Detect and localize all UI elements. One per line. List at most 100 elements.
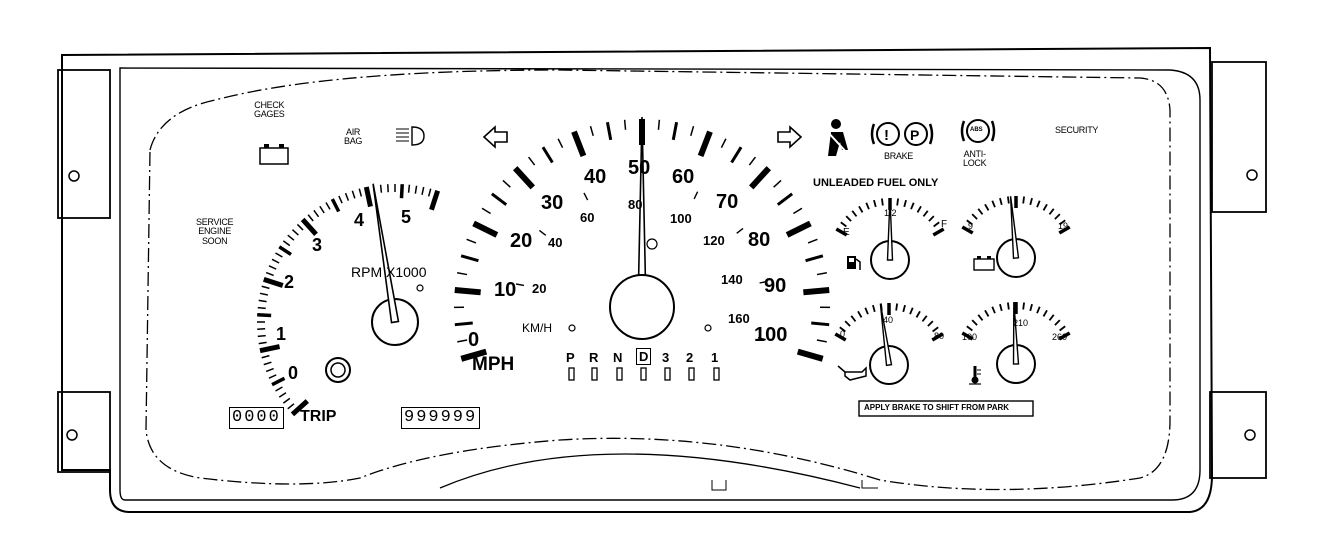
small-gauge-tick [895, 303, 898, 311]
small-gauge-tick [850, 315, 857, 322]
tach-tick [278, 392, 287, 398]
small-gauge-tick [902, 304, 906, 313]
volt-low-label: 9 [968, 221, 974, 231]
small-gauge-tick [977, 314, 984, 321]
total-odometer-digits: 999999 [401, 407, 481, 429]
coolant-high-label: 260 [1052, 332, 1068, 342]
coolant-temp-icon [969, 366, 981, 385]
kmh-tick [757, 337, 766, 341]
small-gauge-tick [896, 198, 899, 206]
tach-tick [258, 299, 267, 303]
trip-odometer-digits: 0000 [229, 407, 284, 429]
tach-tick [265, 271, 274, 277]
tach-tick [282, 397, 291, 404]
tach-tick [351, 190, 356, 199]
gear-slot [688, 367, 695, 381]
oil-low-label: 0 [840, 329, 846, 339]
kmh-tick [538, 229, 547, 236]
speedo-tick [502, 179, 511, 188]
fuel-full-label: F [941, 219, 948, 230]
tach-label-3: 3 [312, 235, 323, 255]
lens-outline-dashdot [145, 69, 1171, 491]
speedo-tick [557, 138, 564, 149]
gear-slot [616, 367, 623, 381]
kmh-tick [693, 191, 699, 200]
fuel-half-label: 1/2 [884, 208, 897, 218]
speedo-tick [541, 146, 554, 164]
mph-unit-label: MPH [472, 354, 515, 375]
small-gauge-tick [999, 303, 1003, 312]
tach-tick [275, 386, 283, 392]
right-upper-mount-tab [1211, 61, 1267, 213]
kmh-unit-label: KM/H [522, 321, 552, 335]
mph-label-10: 10 [494, 279, 517, 301]
gear-indicator-slots [568, 367, 720, 381]
tach-tick [296, 223, 304, 231]
speedo-tick [472, 220, 499, 238]
small-gauge-tick [1029, 303, 1033, 312]
fuel-empty-label: E [843, 227, 850, 238]
speedo-tick [671, 121, 679, 141]
small-gauge-tick [931, 332, 944, 342]
small-gauge-tick [858, 205, 864, 213]
tach-tick [262, 276, 284, 288]
small-gauge-tick [915, 310, 921, 318]
tachometer-ticks [257, 184, 441, 417]
abs-badge-text: ABS [970, 127, 983, 133]
svg-text:!: ! [884, 127, 889, 144]
gear-r: R [589, 350, 599, 365]
small-gauge-tick [961, 331, 974, 341]
tach-tick [427, 188, 432, 197]
small-gauge-tick [1007, 196, 1010, 204]
mph-label-70: 70 [716, 191, 739, 213]
reset-knob[interactable] [325, 357, 351, 383]
small-gauge-tick [1022, 302, 1025, 310]
trip-label: TRIP [300, 408, 337, 425]
kmh-label-100: 100 [670, 211, 692, 226]
kmh-label-40: 40 [548, 235, 563, 250]
tach-tick [291, 229, 299, 236]
small-gauge-tick [966, 219, 973, 226]
seatbelt-icon [825, 119, 849, 156]
small-gauge-tick [1022, 196, 1025, 204]
small-gauge-tick [844, 320, 851, 327]
oil-mid-label: 40 [883, 315, 894, 325]
small-gauge-tick [873, 199, 877, 208]
small-gauge-tick [991, 306, 996, 314]
tach-unit-label: RPM X1000 [351, 264, 427, 280]
unleaded-fuel-only-label: UNLEADED FUEL ONLY [813, 177, 939, 189]
tach-tick [338, 195, 343, 204]
speedo-tick [807, 238, 818, 244]
small-gauge-tick [1042, 309, 1048, 317]
speedo-tick [803, 286, 830, 296]
right-turn-arrow-icon [777, 125, 803, 149]
speedo-tick [466, 238, 477, 244]
coolant-low-label: 100 [962, 332, 978, 342]
tach-label-1: 1 [276, 324, 287, 344]
speedo-tick [785, 220, 812, 238]
tach-tick [429, 189, 441, 211]
small-gauge-tick [984, 203, 990, 211]
speedo-tick [589, 125, 594, 137]
speedo-tick [720, 138, 727, 149]
speedo-tick [605, 121, 613, 141]
small-gauge-tick [922, 210, 929, 217]
gear-d-selected: D [636, 348, 652, 365]
tach-tick [265, 367, 274, 373]
tach-tick [307, 214, 314, 222]
speedo-tick [749, 166, 771, 190]
tach-label-0: 0 [288, 363, 299, 383]
speedo-tick [657, 119, 661, 130]
small-gauge-tick [928, 215, 935, 222]
tach-tick [358, 188, 363, 197]
small-gauge-tick [1036, 306, 1041, 314]
speedo-tick [481, 207, 491, 215]
mph-label-40: 40 [584, 166, 607, 188]
tach-tick [259, 292, 268, 296]
mph-label-30: 30 [541, 192, 564, 214]
tach-tick [325, 202, 331, 210]
kmh-label-80: 80 [628, 197, 643, 212]
kmh-label-120: 120 [703, 233, 725, 248]
